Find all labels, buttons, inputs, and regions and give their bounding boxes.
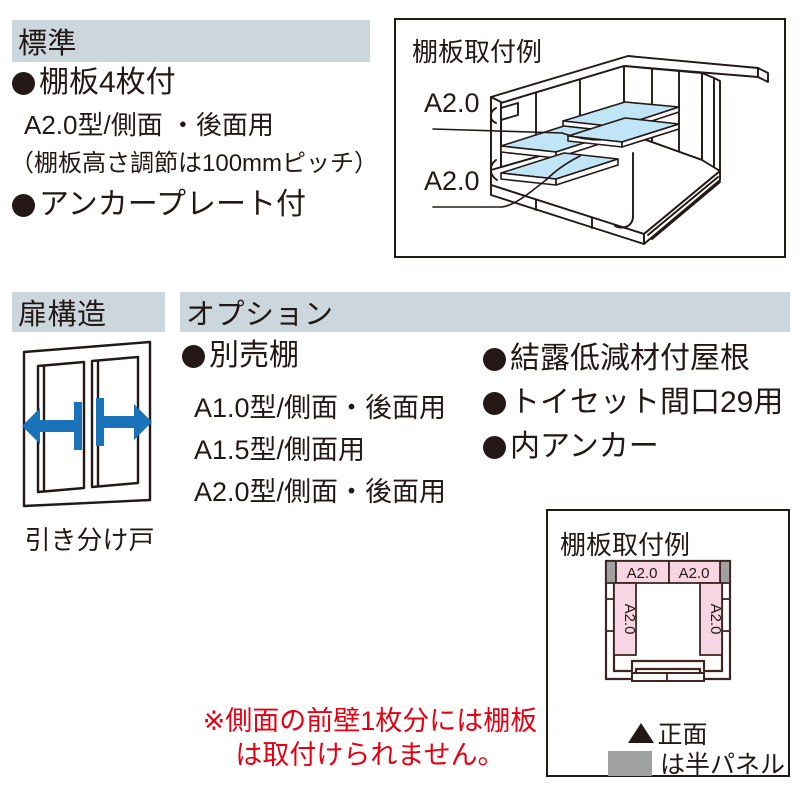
plan-label-top-right: A2.0 bbox=[679, 565, 710, 582]
plan-label-side-right: A2.0 bbox=[707, 604, 724, 635]
standard-item-label: 棚板4枚付 bbox=[39, 66, 176, 99]
option-item-label: A1.5型/側面用 bbox=[194, 435, 366, 465]
option-item-label: A1.0型/側面・後面用 bbox=[194, 393, 447, 423]
shelf-restriction-note: ※側面の前壁1枚分には棚板 は取付けられません。 bbox=[190, 705, 550, 773]
legend-label: は半パネル bbox=[660, 751, 786, 779]
options-header-label: オプション bbox=[186, 299, 334, 331]
option-item-label: A2.0型/側面・後面用 bbox=[194, 477, 447, 507]
standard-item-label: A2.0型/側面 ・後面用 bbox=[24, 110, 274, 140]
standard-section-header: 標準 bbox=[12, 20, 370, 62]
standard-item-anchor-plate: アンカープレート付 bbox=[12, 190, 306, 220]
door-header-label: 扉構造 bbox=[18, 299, 107, 331]
option-item-a20: A2.0型/側面・後面用 bbox=[194, 479, 446, 506]
standard-item-label: アンカープレート付 bbox=[39, 188, 306, 221]
option-item-inner-anchor: 内アンカー bbox=[483, 432, 659, 462]
standard-item-shelf-4: 棚板4枚付 bbox=[12, 68, 176, 98]
note-line-2: は取付けられません。 bbox=[235, 739, 505, 770]
triangle-up-icon bbox=[628, 723, 655, 743]
bullet-dot-icon bbox=[483, 391, 506, 415]
bullet-dot-icon bbox=[182, 344, 205, 368]
shed-interior-isometric-drawing bbox=[432, 55, 769, 245]
bullet-dot-icon bbox=[12, 193, 35, 217]
floorplan-panel-title: 棚板取付例 bbox=[560, 530, 691, 560]
iso-label-a20-upper: A2.0 bbox=[424, 88, 480, 118]
options-section-header: オプション bbox=[180, 292, 790, 332]
floorplan-front-indicator: 正面 bbox=[546, 715, 790, 751]
option-item-label: 別売棚 bbox=[209, 339, 299, 372]
arrow-left-icon bbox=[22, 402, 82, 450]
option-item-a10: A1.0型/側面・後面用 bbox=[194, 395, 446, 422]
floorplan-legend: は半パネル bbox=[608, 745, 785, 781]
half-panel-swatch-icon bbox=[608, 750, 652, 776]
sliding-door-diagram bbox=[22, 340, 152, 508]
option-item-a15: A1.5型/側面用 bbox=[194, 437, 365, 464]
bullet-dot-icon bbox=[483, 435, 506, 459]
front-label: 正面 bbox=[657, 721, 708, 749]
note-line-1: ※側面の前壁1枚分には棚板 bbox=[202, 706, 538, 736]
standard-item-pitch-note: （棚板高さ調節は100mmピッチ） bbox=[10, 152, 378, 176]
bullet-dot-icon bbox=[12, 71, 35, 95]
option-item-condensation-roof: 結露低減材付屋根 bbox=[483, 344, 750, 374]
plan-label-side-left: A2.0 bbox=[621, 604, 638, 635]
option-item-label: 結露低減材付屋根 bbox=[510, 342, 750, 375]
iso-label-a20-lower: A2.0 bbox=[424, 166, 480, 196]
option-item-label: 内アンカー bbox=[510, 430, 659, 463]
iso-panel-title: 棚板取付例 bbox=[412, 37, 543, 67]
standard-item-type-a20: A2.0型/側面 ・後面用 bbox=[24, 112, 274, 138]
shed-floor-plan-drawing: A2.0 A2.0 A2.0 A2.0 bbox=[604, 559, 732, 682]
plan-label-top-left: A2.0 bbox=[627, 565, 658, 582]
standard-item-label: （棚板高さ調節は100mmピッチ） bbox=[10, 150, 379, 177]
arrow-right-icon bbox=[96, 398, 152, 446]
standard-header-label: 標準 bbox=[18, 28, 78, 60]
door-section-header: 扉構造 bbox=[12, 292, 165, 332]
option-item-separate-shelf: 別売棚 bbox=[182, 341, 299, 371]
option-item-toilet-set: トイセット間口29用 bbox=[483, 388, 783, 418]
option-item-label: トイセット間口29用 bbox=[510, 386, 784, 419]
door-caption: 引き分け戸 bbox=[24, 525, 155, 555]
bullet-dot-icon bbox=[483, 347, 506, 371]
